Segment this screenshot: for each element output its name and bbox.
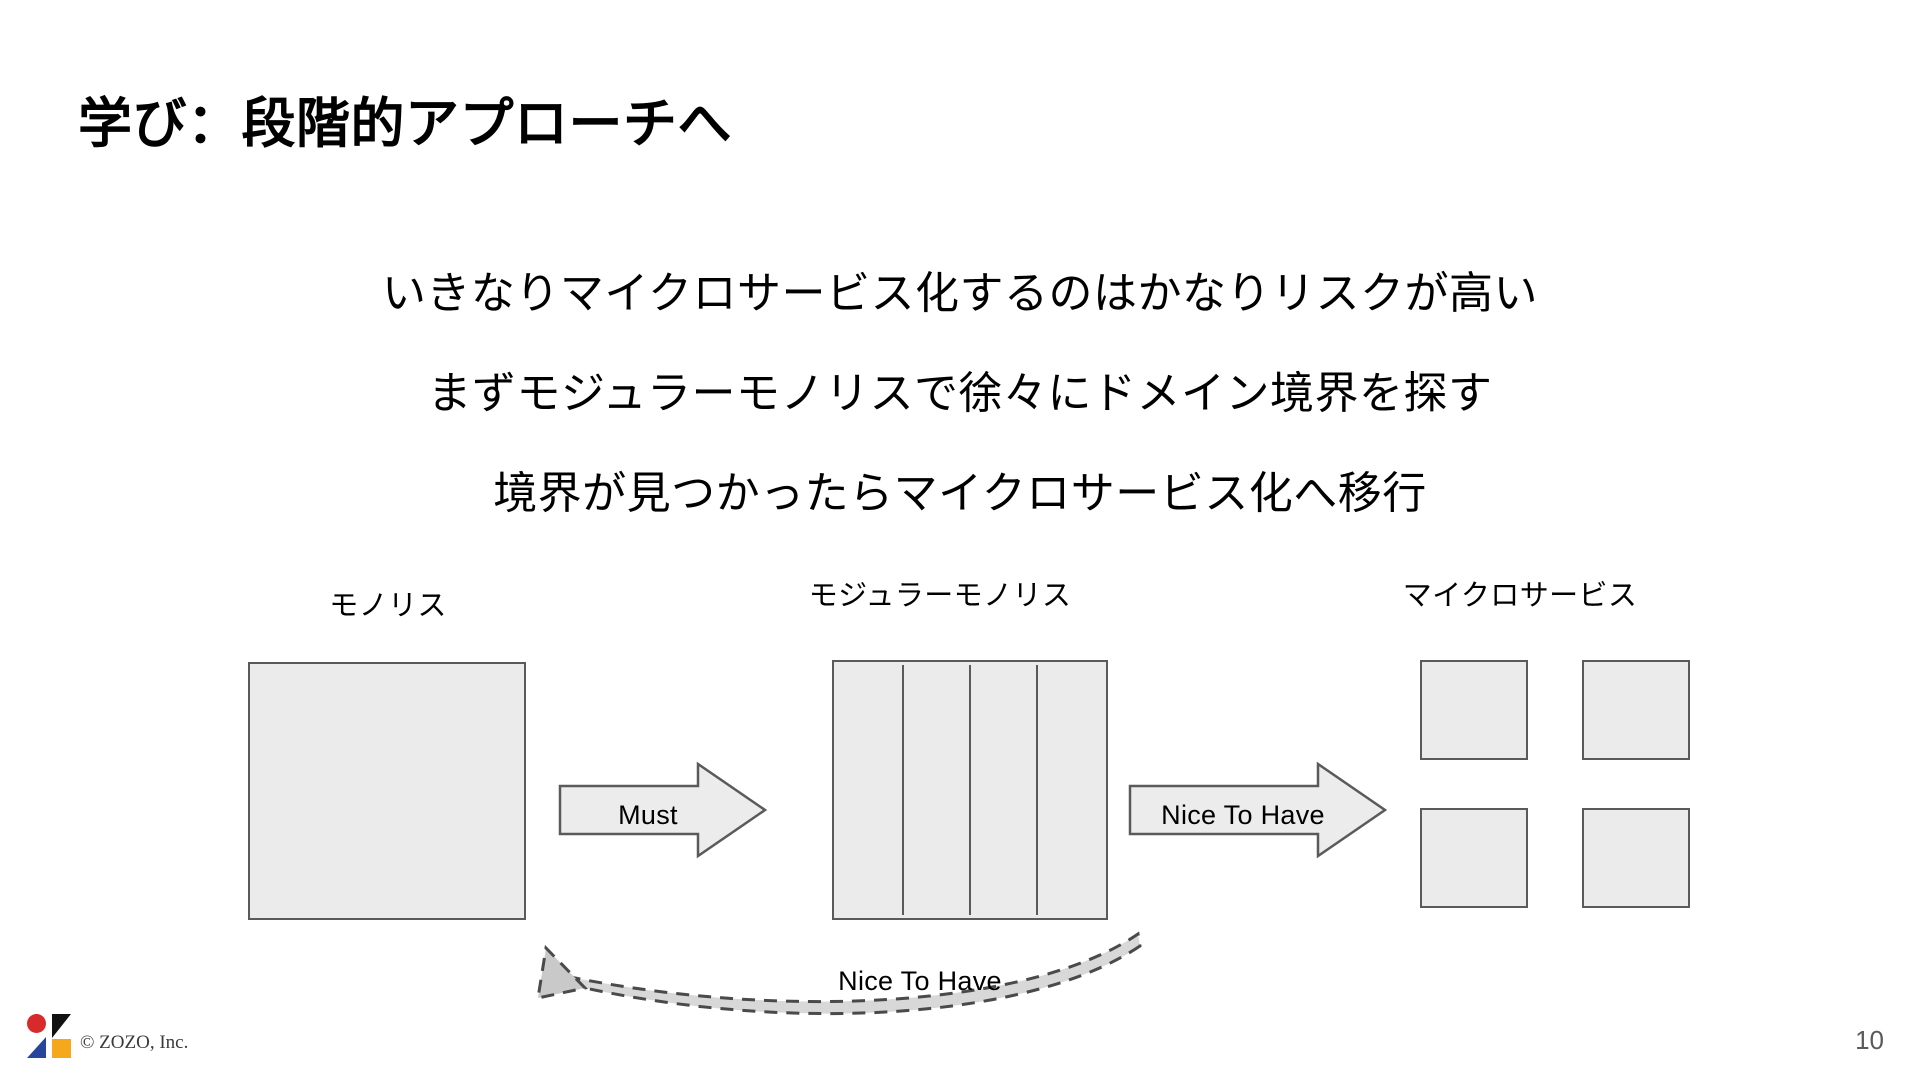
- arrow-nice-to-have: [1128, 760, 1388, 860]
- body-line-2: まずモジュラーモノリスで徐々にドメイン境界を探す: [427, 369, 1493, 418]
- arrow-label-nice-to-have: Nice To Have: [1161, 800, 1325, 830]
- arrow-label-curved-nice-to-have: Nice To Have: [838, 966, 1002, 996]
- stage-label-monolith: モノリス: [329, 590, 447, 622]
- body-line-3: 境界が見つかったらマイクロサービス化へ移行: [493, 469, 1427, 518]
- modular-segment: [1038, 665, 1103, 915]
- logo-blue-triangle-icon: [27, 1037, 46, 1058]
- microservice-box: [1582, 808, 1690, 908]
- curved-return-arrow: [490, 912, 1410, 1032]
- stage-label-modular-monolith: モジュラーモノリス: [808, 580, 1072, 612]
- logo-orange-square-icon: [52, 1039, 71, 1058]
- body-line-1: いきなりマイクロサービス化するのはかなりリスクが高い: [381, 269, 1539, 318]
- modular-segment: [837, 665, 904, 915]
- copyright-text: © ZOZO, Inc.: [80, 1032, 189, 1053]
- microservice-box: [1582, 660, 1690, 760]
- logo-black-triangle-icon: [52, 1014, 71, 1038]
- modular-segment: [971, 665, 1038, 915]
- monolith-box: [248, 662, 526, 920]
- microservices-group: [1420, 660, 1700, 920]
- stage-label-microservices: マイクロサービス: [1402, 580, 1638, 612]
- microservice-box: [1420, 660, 1528, 760]
- page-number: 10: [1855, 1025, 1884, 1055]
- logo-circle-icon: [27, 1014, 46, 1033]
- body-text-block: いきなりマイクロサービス化するのはかなりリスクが高い まずモジュラーモノリスで徐…: [0, 272, 1920, 572]
- arrow-label-must: Must: [618, 800, 678, 830]
- migration-diagram: モノリス モジュラーモノリス マイクロサービス Must Nic: [0, 560, 1920, 1030]
- microservice-box: [1420, 808, 1528, 908]
- zozo-logo: [26, 1014, 72, 1058]
- arrow-must: [558, 760, 768, 860]
- page-title: 学び：段階的アプローチへ: [78, 94, 732, 154]
- modular-segment: [904, 665, 971, 915]
- modular-monolith-box: [832, 660, 1108, 920]
